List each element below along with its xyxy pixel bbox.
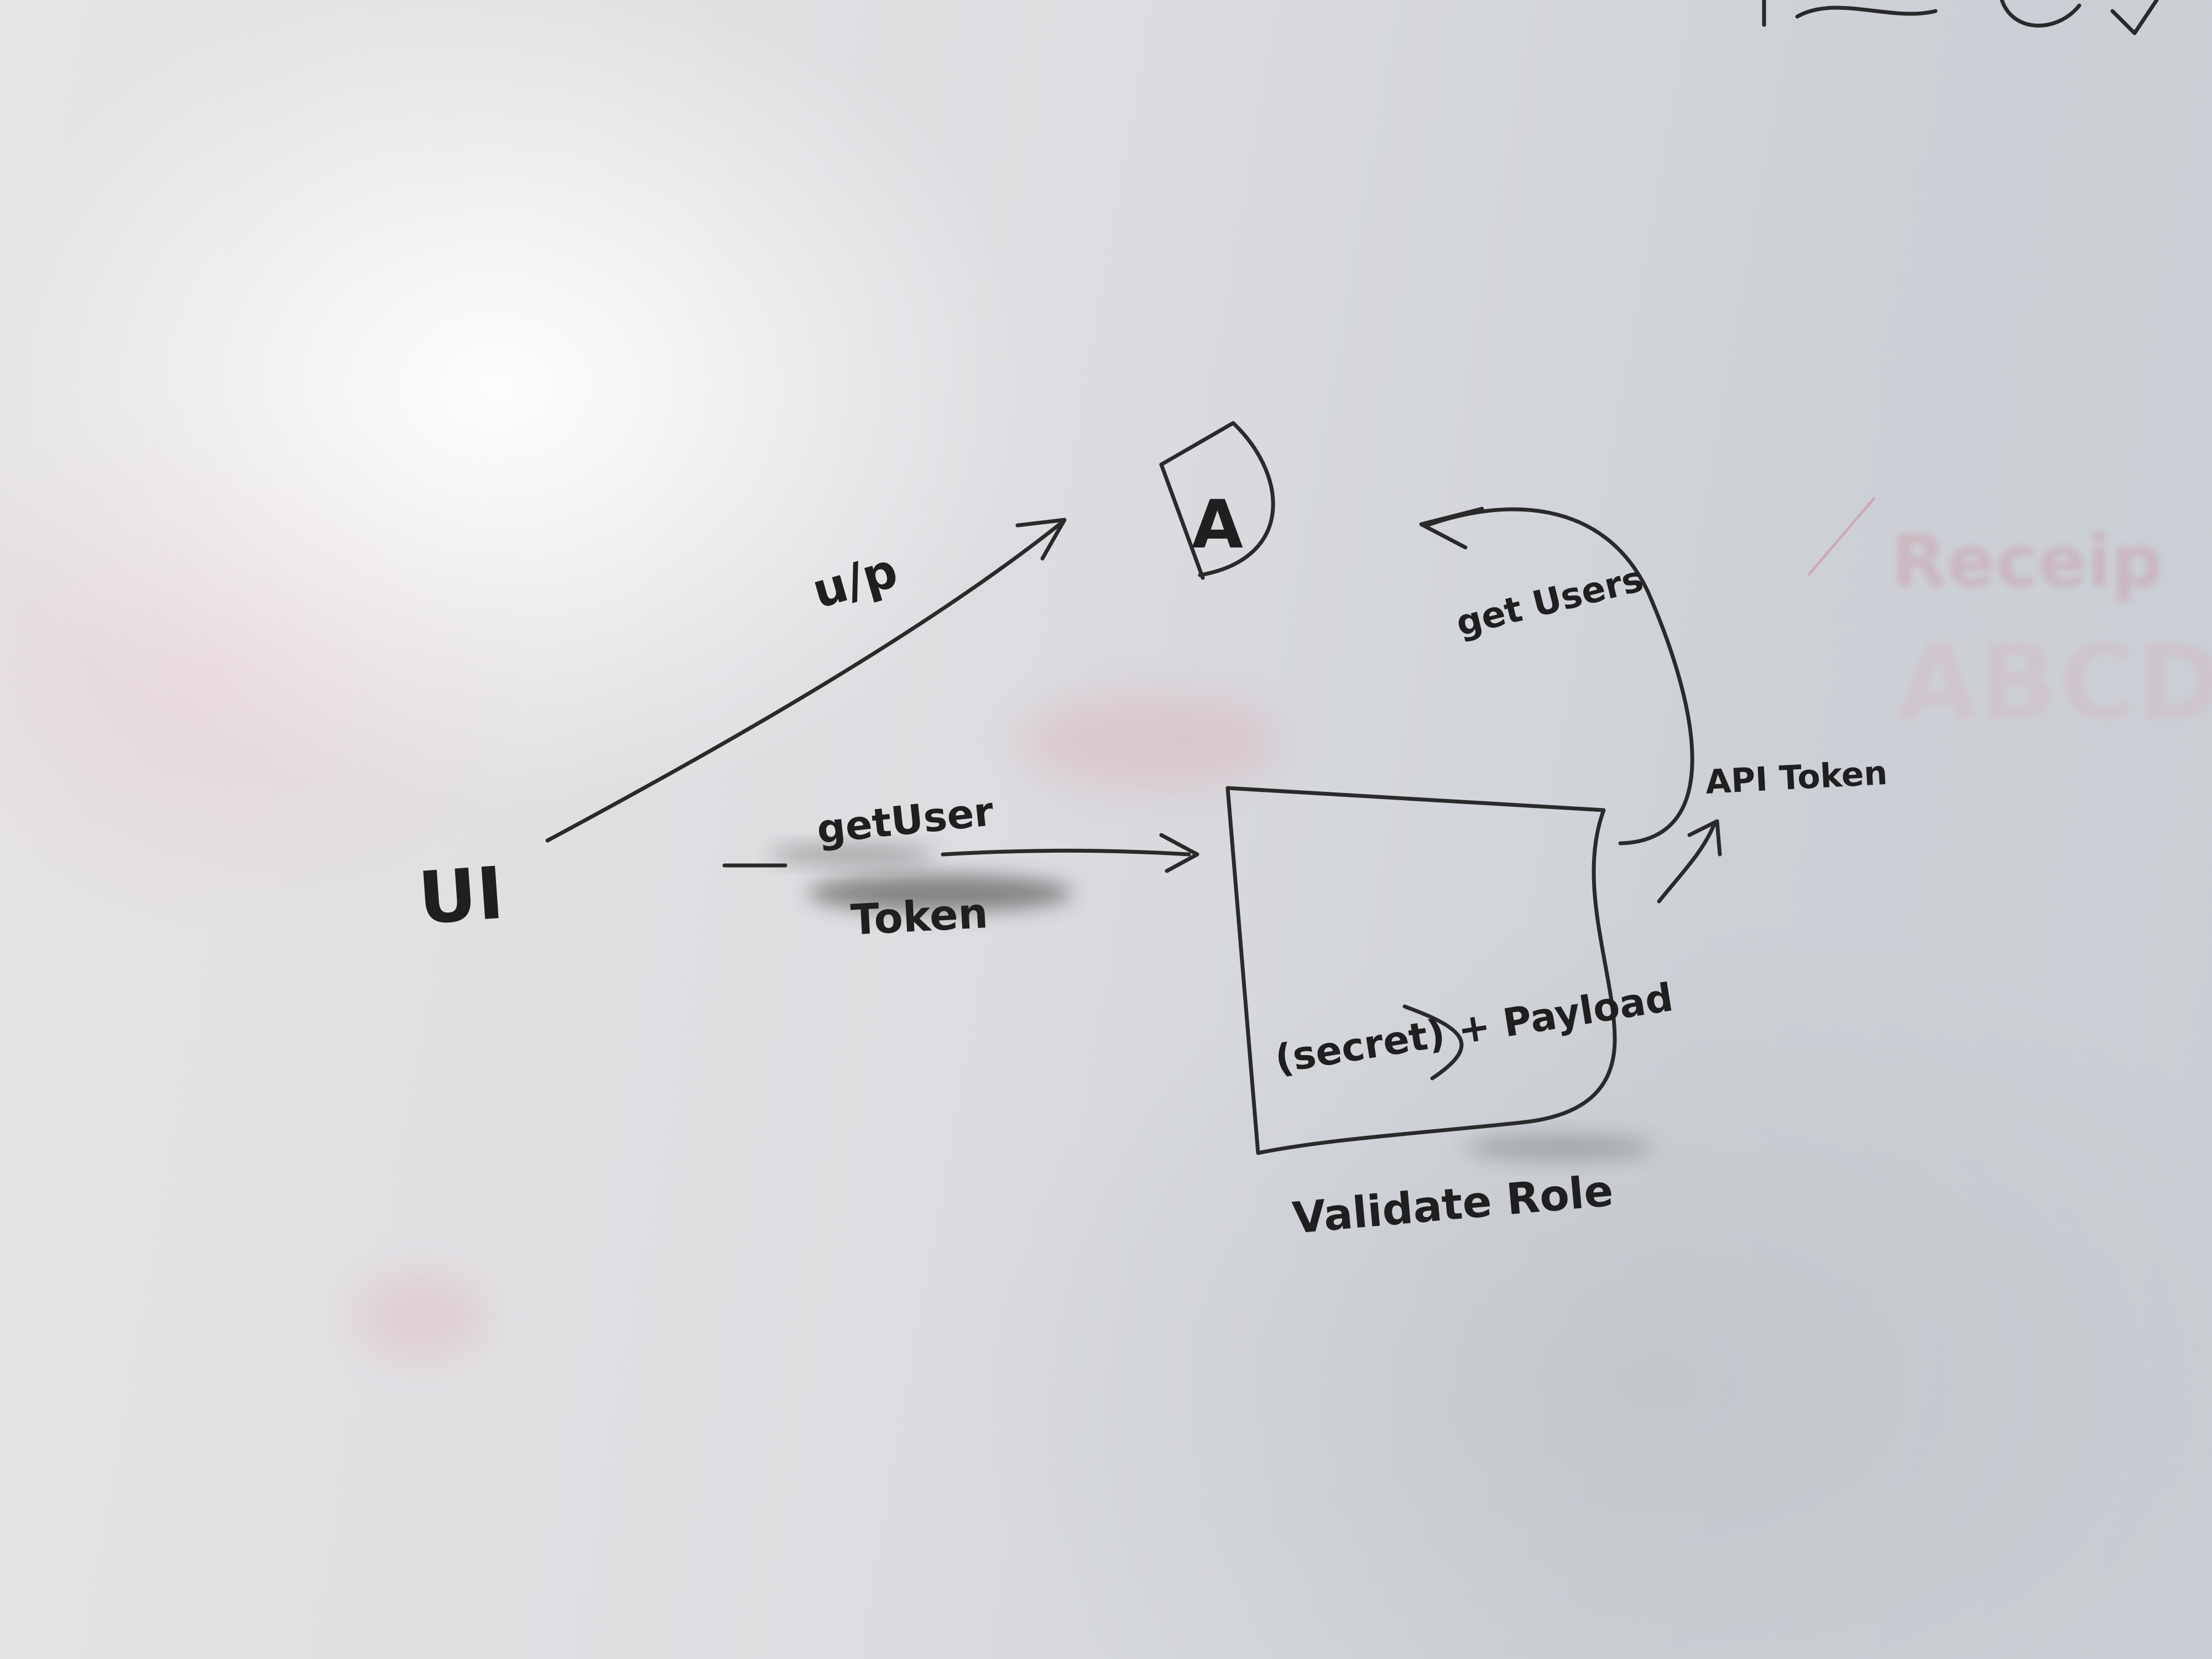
label-a-node: A	[1192, 487, 1243, 564]
arrow-ui-to-box	[941, 848, 1191, 857]
arrow-api-token-head	[1687, 819, 1722, 857]
eraser-smudge-dark	[807, 874, 1073, 912]
eraser-smudge-dark-2	[769, 844, 935, 864]
eraser-smudge-box-bottom	[1465, 1133, 1653, 1162]
erased-smudge-pink	[1018, 691, 1283, 791]
arrow-ui-to-box-head	[1159, 833, 1199, 873]
label-token: Token	[849, 888, 989, 945]
ghost-text-receip: Receip	[1891, 519, 2163, 603]
payload-box	[1225, 786, 1617, 1155]
arrow-box-to-a-head	[1419, 507, 1484, 550]
ghost-text-abcd: ABCD	[1897, 622, 2212, 744]
secret-bracket	[1402, 1004, 1464, 1081]
a-node-outline	[1159, 421, 1275, 577]
label-ui: UI	[416, 851, 507, 941]
arrow-ui-to-a	[545, 520, 1064, 843]
label-get-users: get Users	[1452, 559, 1647, 644]
label-u-p: u/p	[806, 543, 904, 620]
label-validate-role: Validate Role	[1291, 1166, 1615, 1244]
ghost-red-stroke	[1807, 497, 1876, 576]
label-api-token: API Token	[1704, 754, 1888, 802]
label-secret-payload: (secret) + Payload	[1272, 974, 1676, 1082]
erased-smudge-pink-left	[354, 1272, 487, 1360]
top-edge-partial-writing	[1762, 0, 2159, 35]
label-get-user: getUser	[815, 788, 996, 853]
arrow-api-token	[1657, 822, 1717, 904]
arrow-box-to-a	[1425, 507, 1694, 846]
a-node-left-bar	[1159, 462, 1205, 580]
arrow-ui-to-a-head	[1015, 518, 1067, 561]
